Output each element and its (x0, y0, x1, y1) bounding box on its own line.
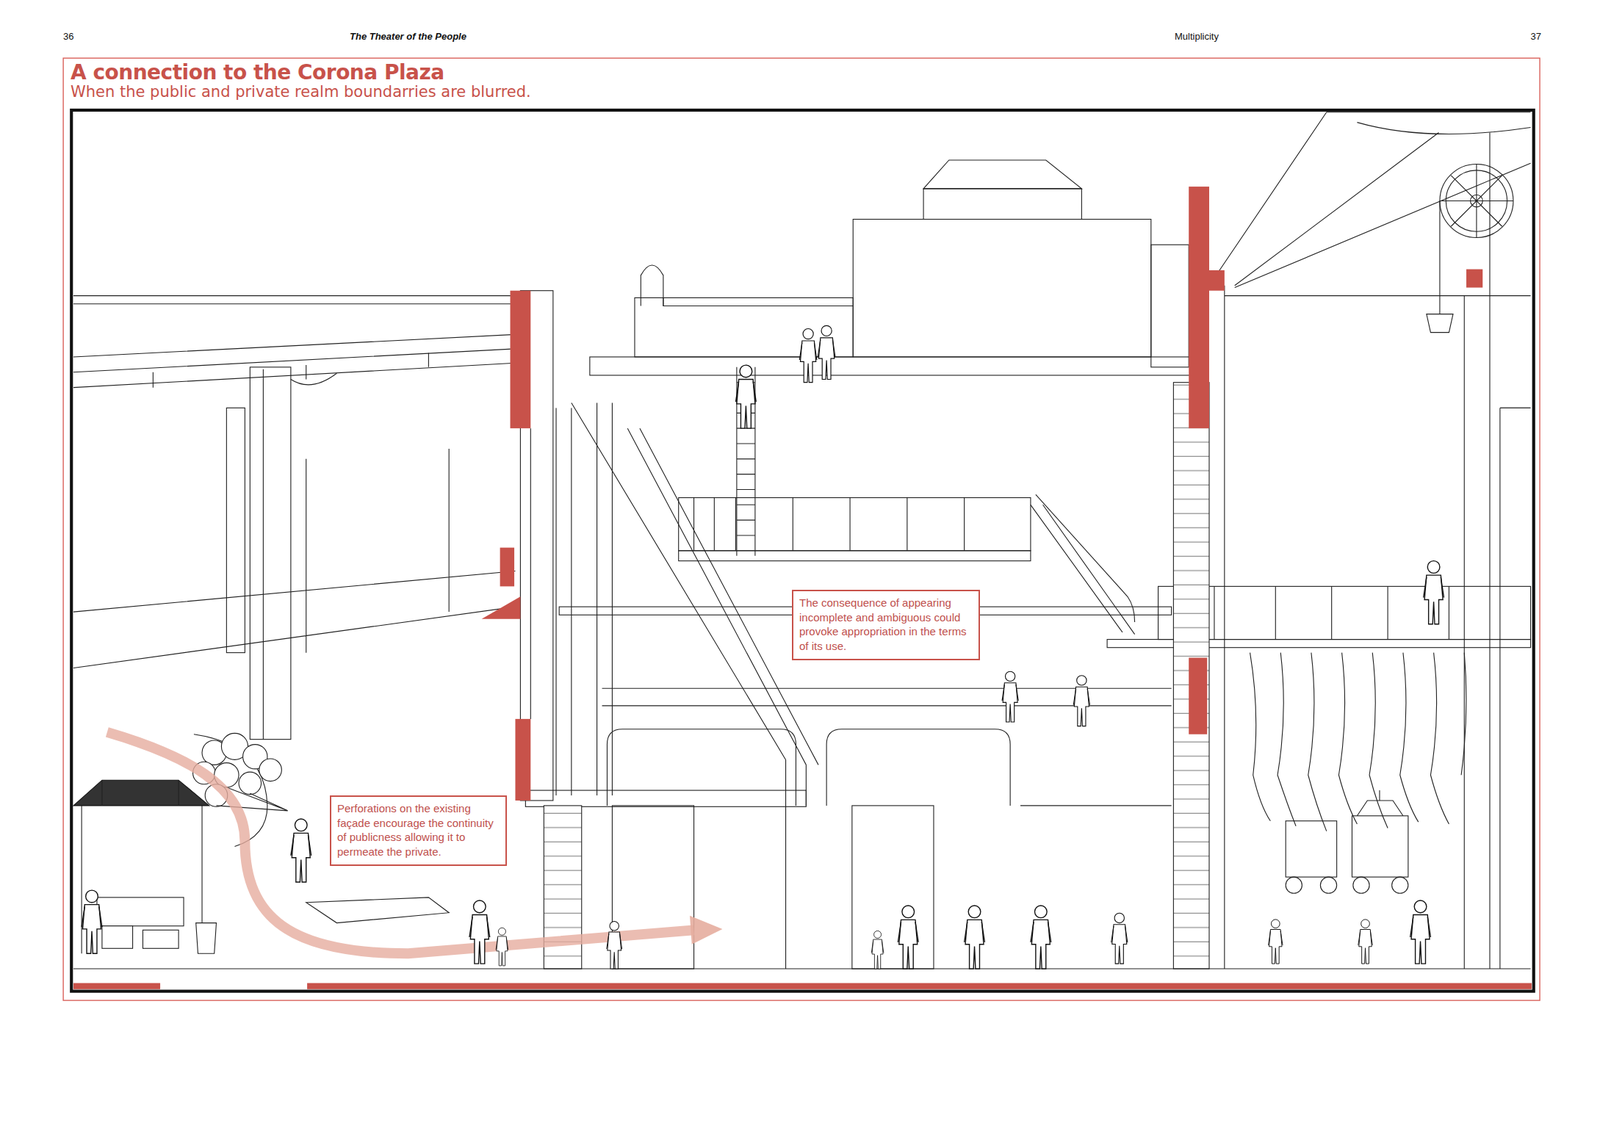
page-title: A connection to the Corona Plaza (70, 60, 445, 85)
page-number: 37 (1530, 30, 1542, 42)
callout-box: Perforations on the existing façade enco… (329, 795, 507, 867)
callout-text: Perforations on the existing façade enco… (337, 801, 500, 859)
callout-box: The consequence of appearing incomplete … (791, 589, 980, 661)
callout-text: The consequence of appearing incomplete … (799, 595, 973, 654)
running-header: Multiplicity (1174, 30, 1219, 42)
running-header: The Theater of the People (349, 30, 467, 42)
page-subtitle: When the public and private realm bounda… (70, 83, 532, 101)
page-number: 36 (63, 30, 74, 42)
